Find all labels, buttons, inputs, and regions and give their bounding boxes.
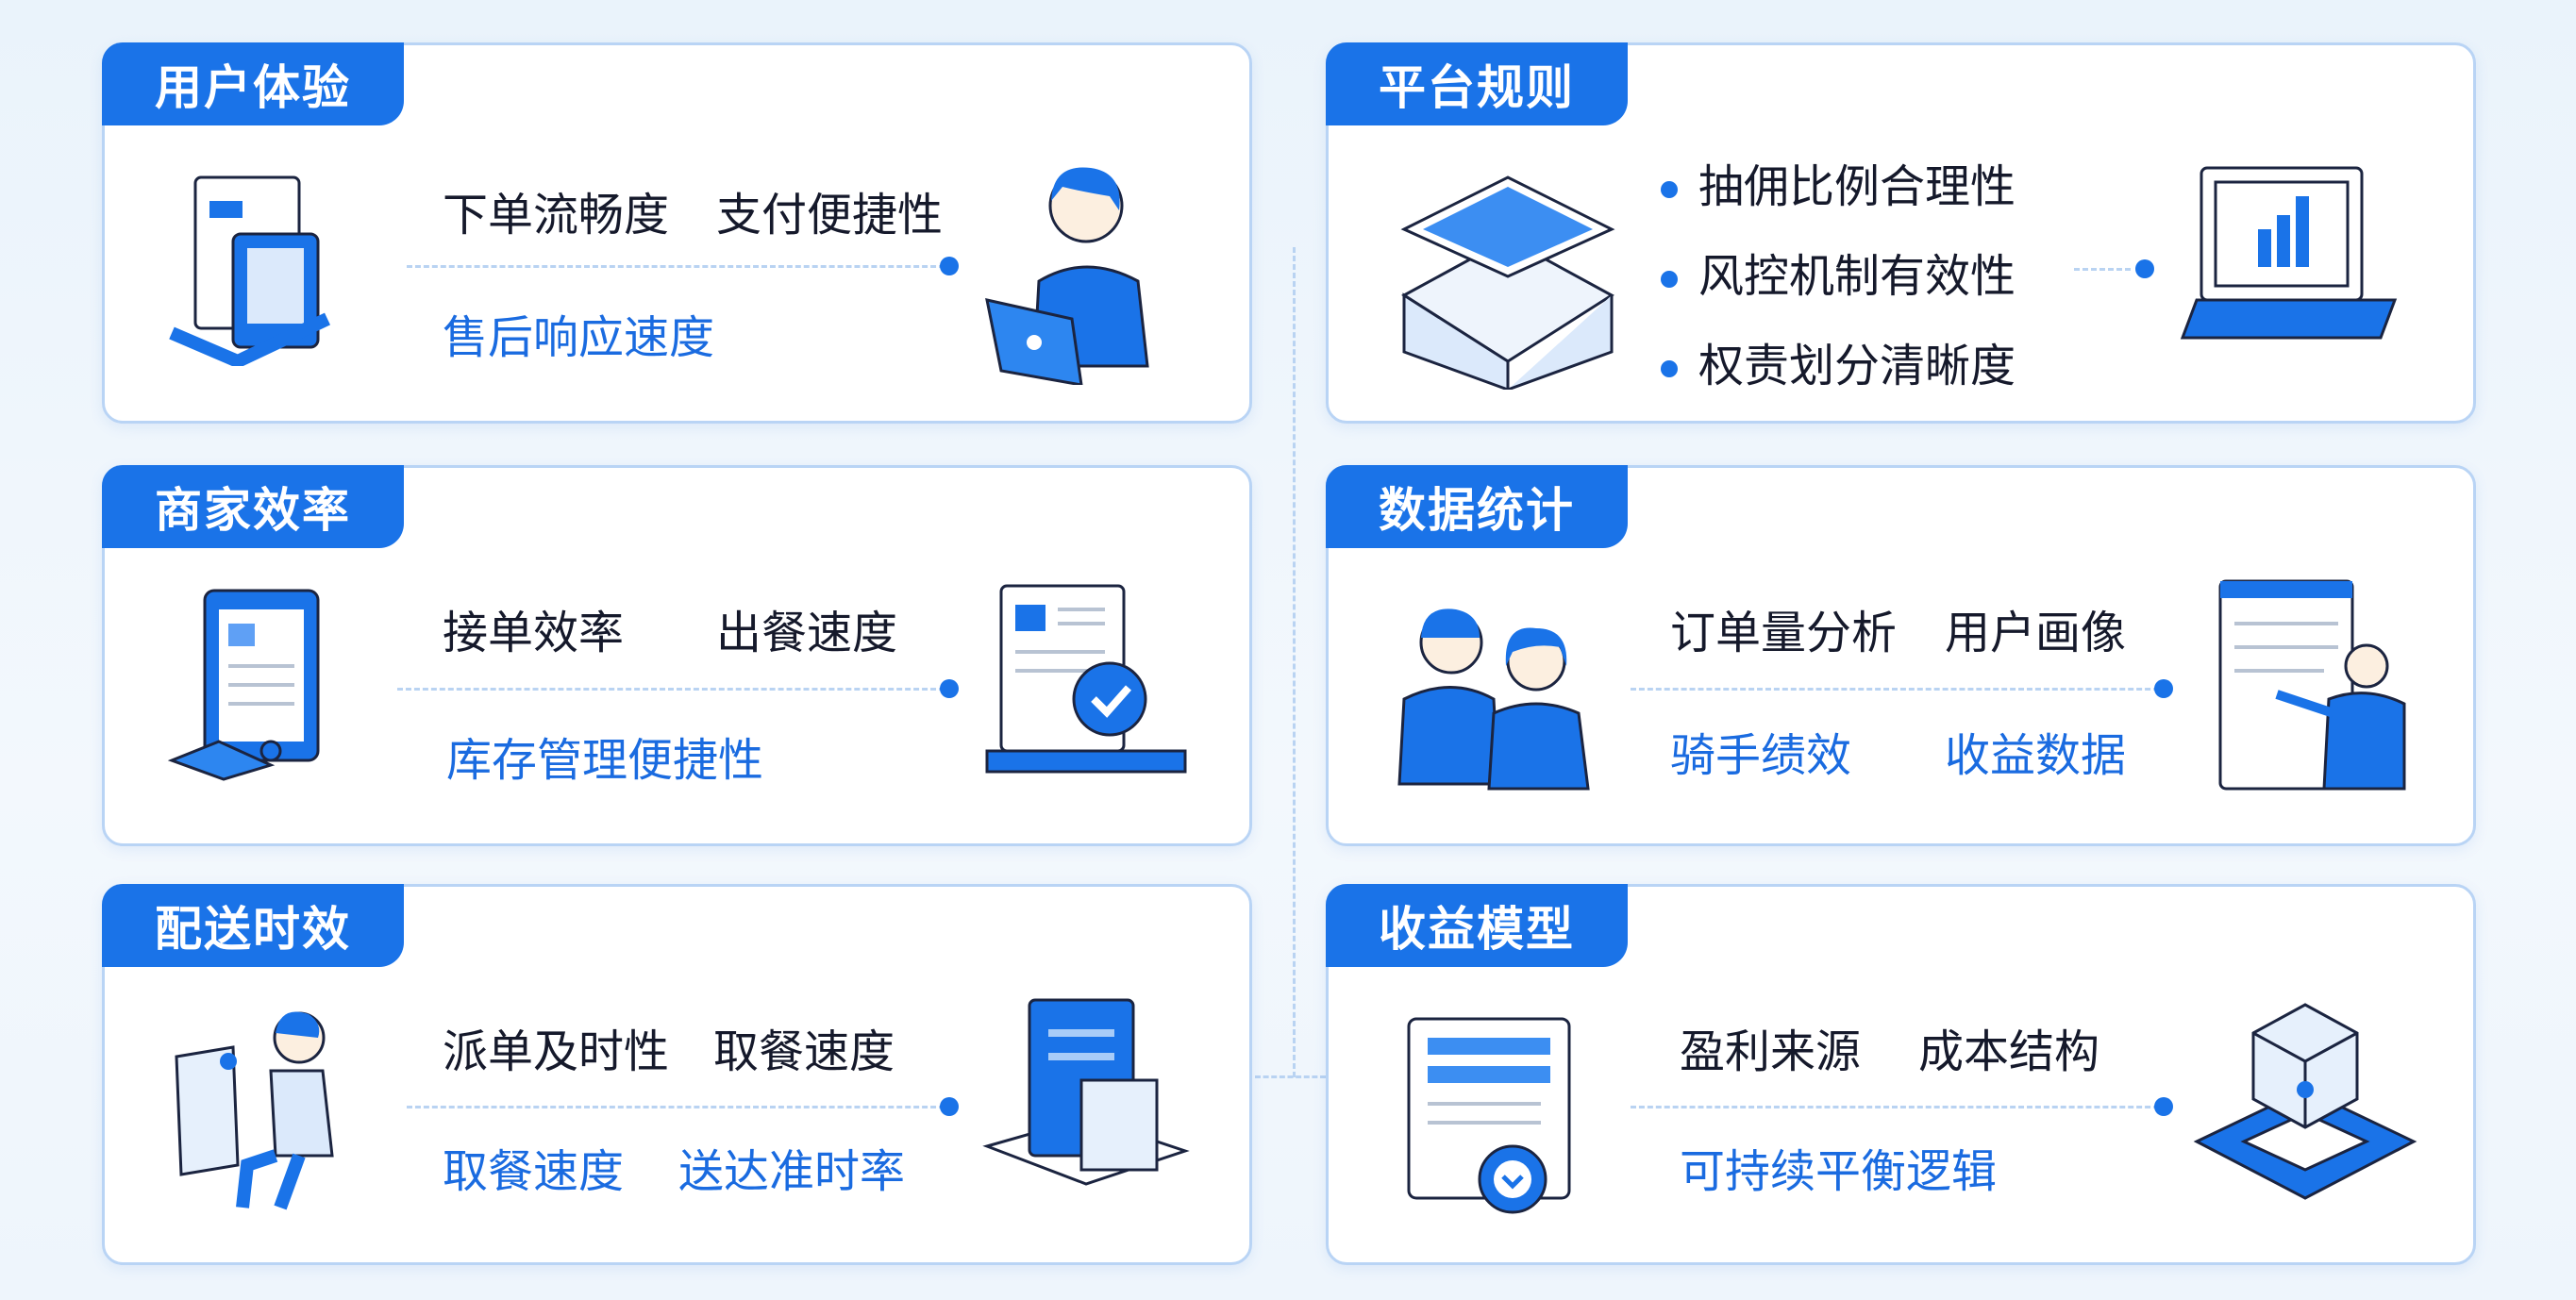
bullet-dot [1661,360,1678,377]
laptop-chart-icon [2180,166,2398,340]
metric: 订单量分析 [1670,607,1898,659]
document-stack-icon [982,998,1190,1186]
metric: 派单及时性 [443,1025,670,1078]
card-title: 平台规则 [1326,42,1628,125]
metric: 取餐速度 [443,1145,625,1198]
report-dropdown-icon [1407,1017,1571,1214]
dot-marker [940,257,959,275]
metric: 盈利来源 [1680,1025,1862,1078]
bullet-dot [1661,181,1678,198]
card-merchant-efficiency: 商家效率 接单效率 出餐速度 库存管理便捷性 [102,465,1252,846]
presenter-screen-icon [2218,579,2406,791]
two-people-icon [1397,608,1590,791]
card-user-experience: 用户体验 下单流畅度 支付便捷性 售后响应速度 [102,42,1252,424]
dashed-line [1631,1106,2159,1108]
dot-marker [940,679,959,698]
metric: 取餐速度 [713,1025,895,1078]
metric: 库存管理便捷性 [446,734,764,787]
dashed-line [1631,688,2159,691]
card-platform-rules: 平台规则 抽佣比例合理性 风控机制有效性 权责划分清晰度 [1326,42,2476,424]
card-delivery-timeliness: 配送时效 派单及时性 取餐速度 取餐速度 送达准时率 [102,884,1252,1265]
metric: 出餐速度 [716,607,898,659]
metric: 送达准时率 [678,1145,906,1198]
metric: 用户画像 [1945,607,2127,659]
connector-line [1293,247,1296,1077]
card-title: 配送时效 [102,884,404,967]
dot-marker [940,1097,959,1116]
metric: 成本结构 [1918,1025,2100,1078]
card-title: 用户体验 [102,42,404,125]
person-desk-icon [175,1011,334,1210]
dashed-line [2074,268,2131,271]
document-check-icon [985,584,1187,774]
dot-marker [2154,1097,2173,1116]
card-revenue-model: 收益模型 盈利来源 成本结构 可持续平衡逻辑 [1326,884,2476,1265]
metric: 可持续平衡逻辑 [1680,1145,1998,1198]
card-title: 数据统计 [1326,465,1628,548]
person-laptop-icon [985,167,1149,385]
bullet-text: 抽佣比例合理性 [1698,160,2016,213]
card-data-statistics: 数据统计 订单量分析 用户画像 骑手绩效 收益数据 [1326,465,2476,846]
bullet-item: 权责划分清晰度 [1661,328,2016,394]
bullet-item: 抽佣比例合理性 [1661,149,2016,215]
layered-box-icon [1400,175,1615,390]
bullet-item: 风控机制有效性 [1661,239,2016,305]
metric: 接单效率 [443,607,625,659]
cube-platform-icon [2193,1003,2417,1200]
dashed-line [397,688,945,691]
bullet-dot [1661,271,1678,288]
card-title: 商家效率 [102,465,404,548]
dot-marker [2135,259,2154,278]
tablet-document-icon [169,175,330,366]
metric: 骑手绩效 [1670,729,1852,782]
metric: 收益数据 [1945,729,2127,782]
metric: 售后响应速度 [443,311,715,364]
bullet-text: 权责划分清晰度 [1698,340,2016,392]
connector-line [1255,1075,1326,1078]
tablet-order-icon [167,589,320,781]
dashed-line [407,1106,945,1108]
dashed-line [407,265,945,268]
card-title: 收益模型 [1326,884,1628,967]
metric: 支付便捷性 [716,189,944,242]
metric: 下单流畅度 [443,189,670,242]
dot-marker [2154,679,2173,698]
bullet-text: 风控机制有效性 [1698,250,2016,303]
